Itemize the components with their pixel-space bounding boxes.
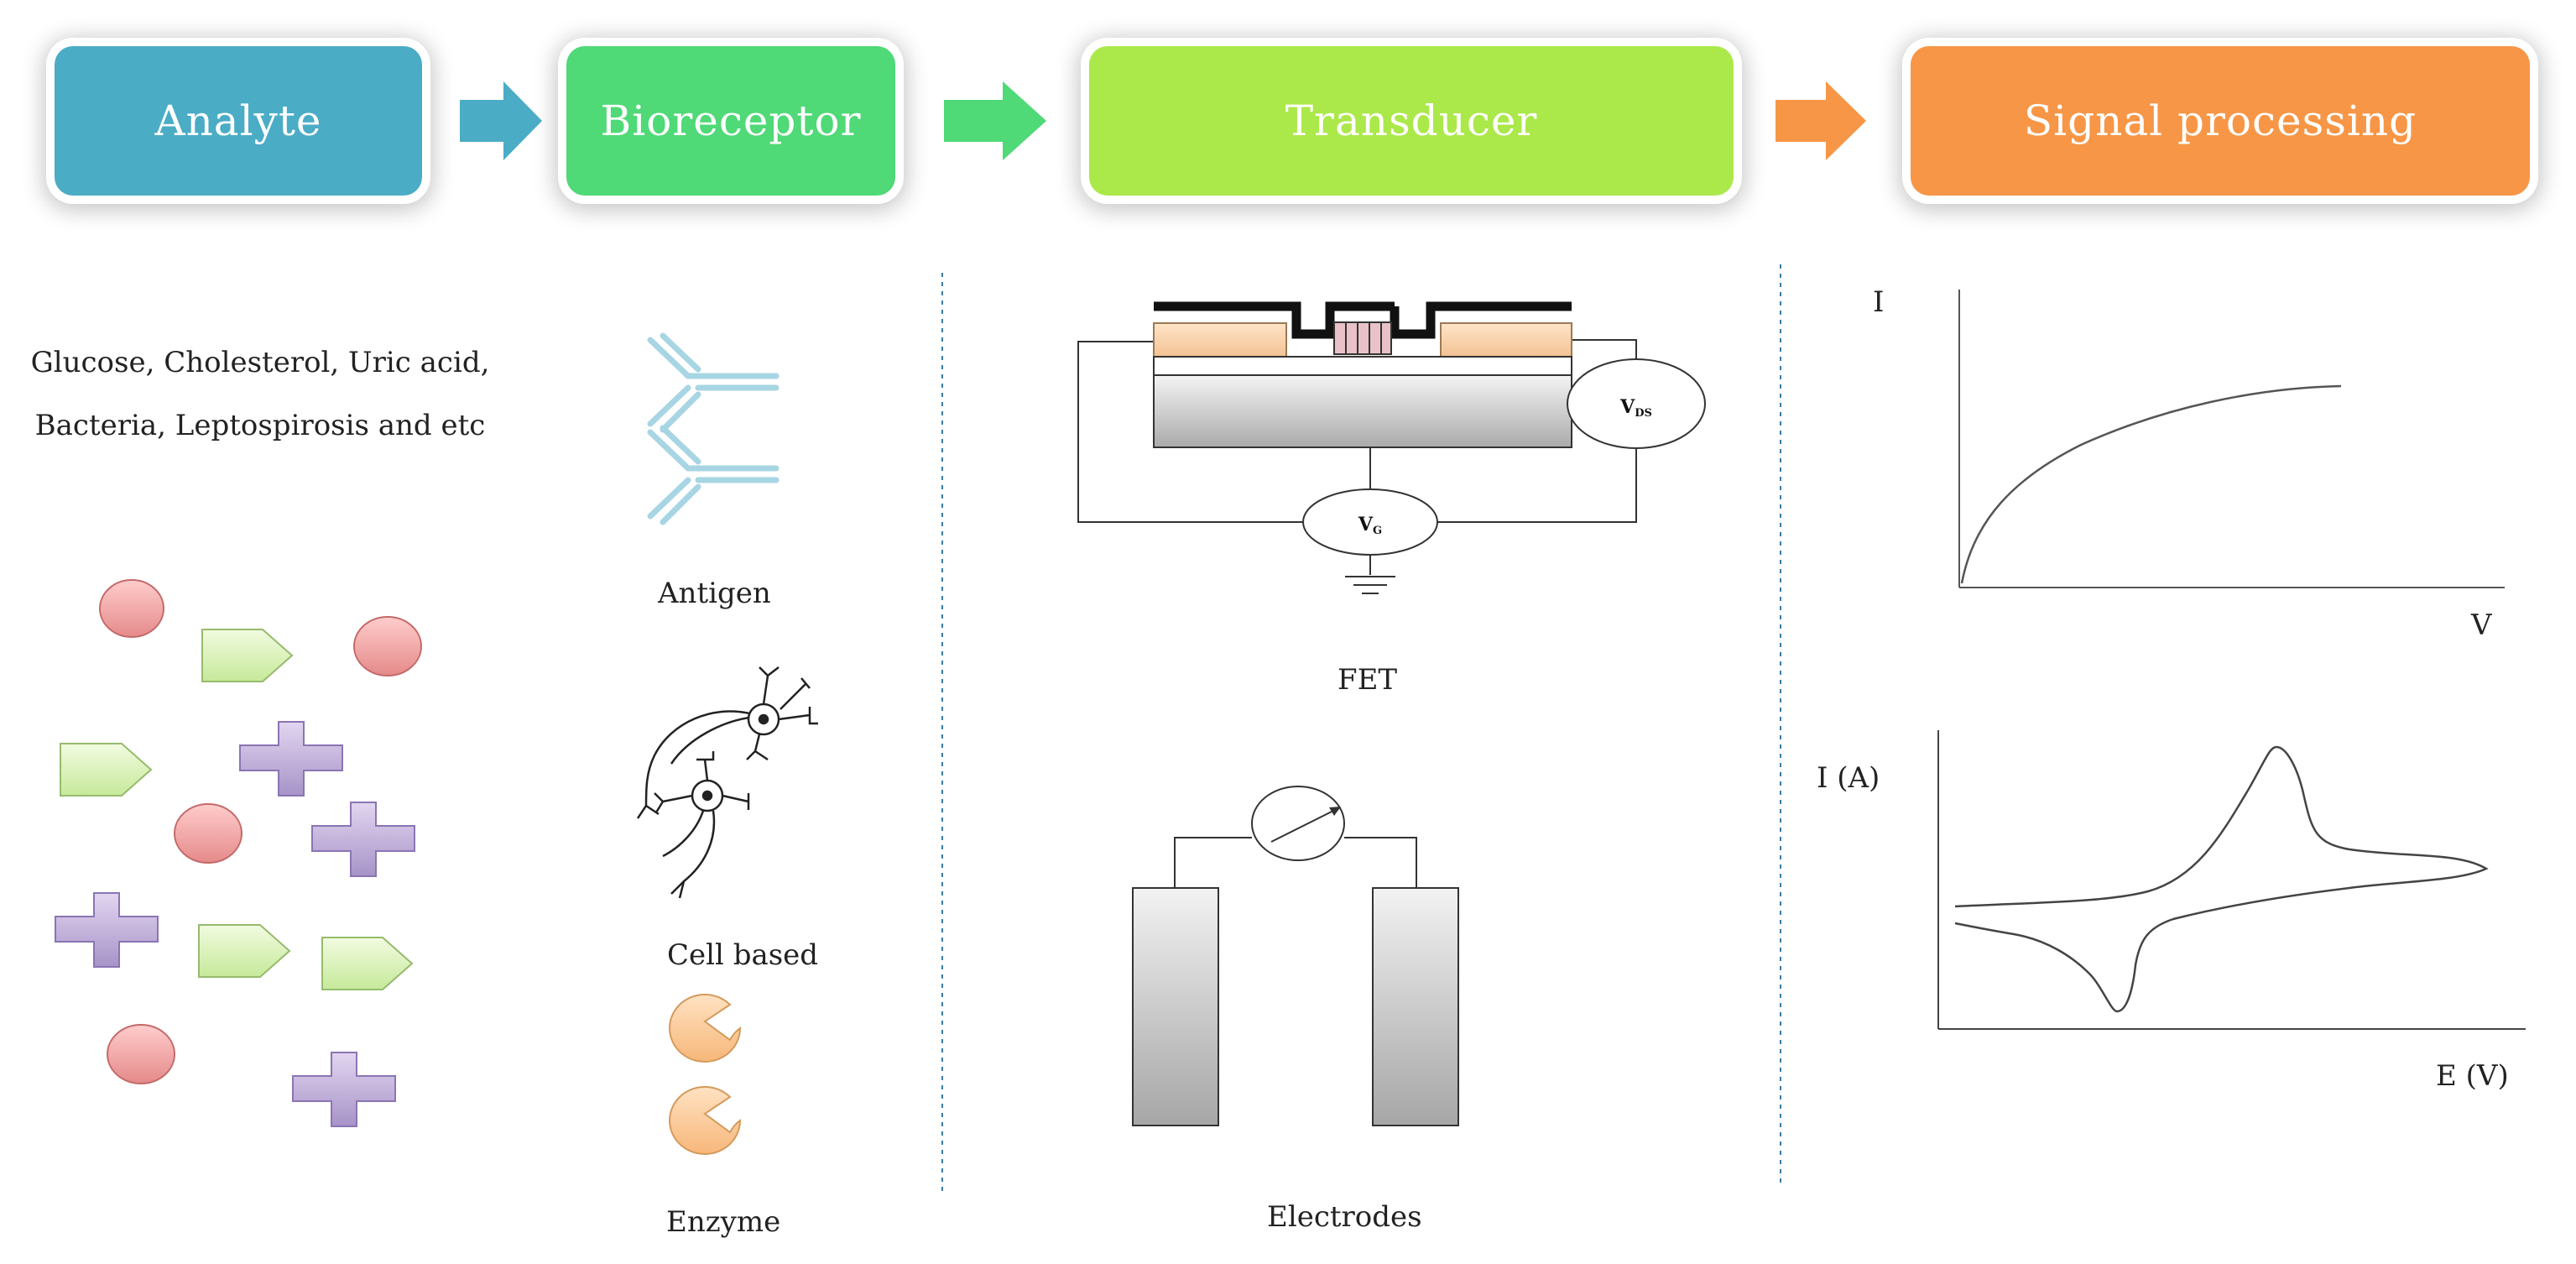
pentagon-arrow-icon <box>60 629 414 990</box>
stage-label: Analyte <box>154 97 322 145</box>
stage-transducer: Transducer <box>1089 46 1734 196</box>
flow-arrow-icon <box>460 81 542 160</box>
flow-arrow-icon <box>944 81 1046 160</box>
graph2-xlabel: E (V) <box>2436 1059 2509 1093</box>
enzyme-label: Enzyme <box>666 1205 781 1239</box>
circle-icon <box>99 579 422 1084</box>
analyte-description: Glucose, Cholesterol, Uric acid, Bacteri… <box>30 346 490 442</box>
enzyme-icon <box>669 994 742 1155</box>
flow-arrow-icon <box>1776 81 1866 160</box>
stage-signal-processing: Signal processing <box>1911 46 2530 196</box>
cell-neuron-icon <box>636 666 818 899</box>
electrodes-label: Electrodes <box>1267 1200 1422 1234</box>
cyclic-voltammogram-graph <box>1937 730 2526 1030</box>
graph1-ylabel: I <box>1873 285 1885 319</box>
plus-icon <box>55 721 415 1127</box>
graph1-xlabel: V <box>2471 608 2492 642</box>
stage-label: Signal processing <box>2023 97 2417 145</box>
antibody-icon <box>647 425 780 525</box>
fet-diagram: VDS VG <box>1077 301 1706 594</box>
stage-analyte: Analyte <box>55 46 422 196</box>
iv-curve-graph <box>1958 290 2505 588</box>
stage-bioreceptor: Bioreceptor <box>566 46 895 196</box>
stage-label: Bioreceptor <box>600 97 862 145</box>
cell-based-label: Cell based <box>667 938 819 972</box>
antibody-icon <box>647 332 780 433</box>
graph2-ylabel: I (A) <box>1817 761 1880 795</box>
antigen-label: Antigen <box>658 577 771 610</box>
stage-label: Transducer <box>1285 97 1538 145</box>
fet-label: FET <box>1338 663 1398 697</box>
electrodes-diagram <box>1132 786 1459 1126</box>
